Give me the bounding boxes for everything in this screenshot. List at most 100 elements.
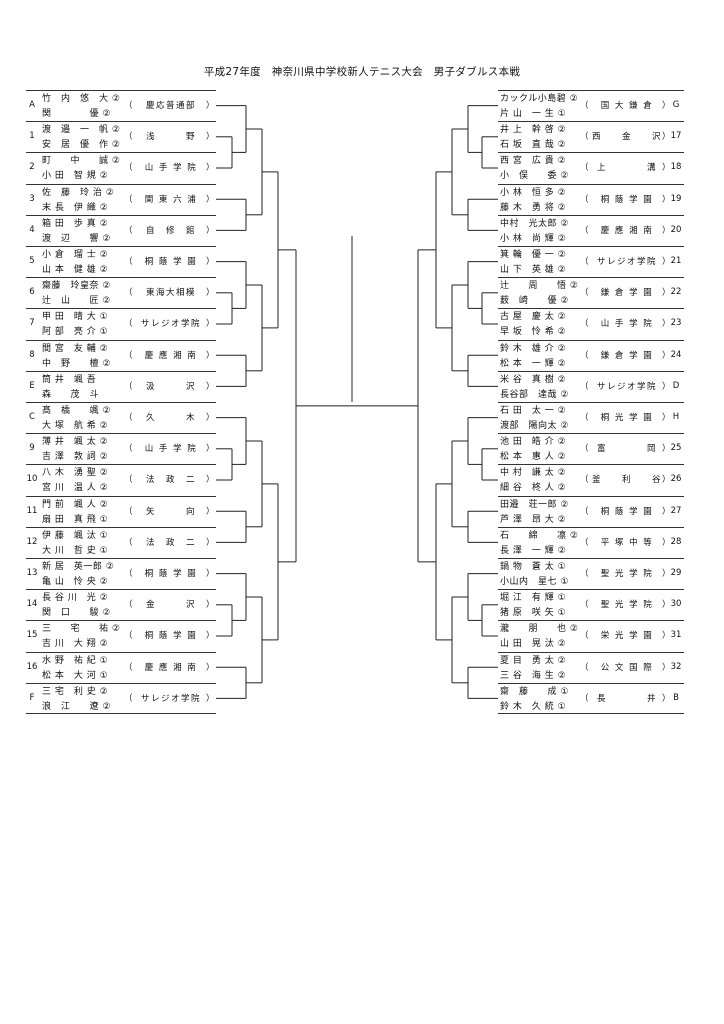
player-name: 藤 木 勇 将 ② — [500, 202, 567, 213]
seed-label: 3 — [29, 193, 35, 204]
seed-label: D — [672, 380, 680, 391]
player-name: 齋藤 玲皇奈 ② — [42, 281, 111, 292]
school-bracket-open: （ — [580, 257, 589, 267]
seed-label: 26 — [670, 474, 682, 485]
school-label: 東海大相模 — [145, 288, 196, 299]
school-bracket-close: ） — [662, 662, 671, 673]
player-name: 薮 崎 優 ② — [500, 296, 569, 307]
player-name: 松 本 大 河 ① — [42, 670, 109, 681]
player-name: 扇 田 真 飛 ① — [42, 514, 109, 525]
player-name: 佐 藤 玲 治 ② — [42, 187, 115, 198]
school-bracket-close: ） — [662, 444, 671, 455]
school-bracket-close: ） — [206, 506, 215, 517]
school-label: 桐 蔭 学 園 — [600, 194, 654, 205]
school-bracket-open: （ — [580, 693, 589, 704]
player-name: 吉 川 大 翔 ② — [42, 639, 109, 650]
player-name: 長 澤 一 輝 ② — [500, 545, 567, 556]
school-bracket-open: （ — [580, 569, 589, 579]
draw-entry-right: 19 小 林 恒 多 ② 藤 木 勇 将 ② （ 桐 蔭 学 園 ） — [498, 183, 684, 215]
seed-label: 9 — [29, 443, 35, 454]
school-bracket-open: （ — [124, 350, 133, 361]
school-bracket-close: ） — [206, 163, 215, 174]
school-bracket-open: （ — [124, 413, 133, 423]
school-label: 慶 應 湘 南 — [144, 350, 198, 361]
school-bracket-close: ） — [206, 350, 215, 361]
seed-label: C — [29, 412, 35, 422]
school-bracket-open: （ — [124, 132, 133, 143]
school-label: 法 政 二 — [145, 537, 196, 548]
school-bracket-open: （ — [580, 631, 589, 642]
school-bracket-close: ） — [662, 319, 671, 330]
school-bracket-open: （ — [580, 194, 589, 205]
player-name: 小山内 星七 ① — [500, 577, 569, 587]
school-label: 山 手 学 院 — [144, 163, 198, 174]
player-name: 渡 邉 一 帆 ② — [42, 125, 121, 136]
player-name: 末 長 伊 織 ② — [42, 202, 109, 213]
player-name: 長 谷 川 光 ② — [42, 593, 109, 604]
seed-label: 13 — [26, 568, 38, 578]
player-name: 小 田 智 規 ② — [42, 171, 109, 182]
player-name: 鈴 木 雄 介 ② — [500, 343, 567, 354]
school-bracket-close: ） — [662, 194, 671, 205]
school-label: 桐 蔭 学 園 — [144, 569, 198, 579]
player-name: 米 谷 真 樹 ② — [500, 374, 567, 385]
school-label: 富 岡 — [596, 444, 657, 455]
school-label: 慶応普通部 — [145, 101, 196, 111]
player-name: 浪 江 遼 ② — [42, 701, 111, 712]
school-bracket-close: ） — [662, 631, 671, 642]
player-name: 池 田 皓 介 ② — [500, 437, 567, 448]
school-label: サレジオ学院 — [140, 319, 201, 330]
player-name: 筒 井 颯 吾 — [42, 374, 97, 385]
school-bracket-close: ） — [662, 693, 671, 704]
seed-label: 6 — [29, 287, 35, 298]
school-bracket-close: ） — [206, 569, 215, 579]
school-label: 桐 蔭 学 園 — [144, 631, 198, 642]
school-label: 西 金 沢 — [592, 132, 663, 143]
player-name: 松 本 惠 人 ② — [500, 452, 567, 463]
school-bracket-open: （ — [124, 693, 133, 704]
school-label: サレジオ学院 — [596, 257, 657, 267]
player-name: 猪 原 咲 矢 ① — [500, 608, 567, 619]
school-bracket-close: ） — [206, 444, 215, 455]
player-name: 中 村 謙 太 ② — [500, 468, 567, 479]
player-name: 門 前 颯 人 ② — [42, 499, 109, 510]
school-bracket-open: （ — [580, 444, 589, 455]
seed-label: 20 — [670, 224, 682, 235]
school-label: 慶 應 湘 南 — [600, 225, 654, 236]
school-label: 長 井 — [596, 693, 657, 704]
player-name: 石 田 太 一 ② — [500, 406, 567, 416]
seed-label: 30 — [670, 599, 682, 610]
school-bracket-close: ） — [206, 132, 215, 143]
school-bracket-open: （ — [124, 475, 133, 486]
school-bracket-close: ） — [662, 132, 671, 143]
player-name: 関 口 駿 ② — [42, 608, 111, 619]
player-name: 阿 部 亮 介 ① — [42, 327, 109, 338]
school-bracket-close: ） — [662, 163, 671, 174]
seed-label: F — [29, 692, 35, 703]
school-label: 上 溝 — [596, 163, 657, 174]
player-name: 安 居 優 作 ② — [42, 140, 121, 151]
school-label: 法 政 二 — [145, 475, 196, 486]
school-label: 平 塚 中 等 — [600, 537, 654, 548]
school-bracket-open: （ — [580, 288, 589, 299]
player-name: 間 宮 友 輔 ② — [42, 343, 109, 354]
school-label: 矢 向 — [145, 506, 196, 517]
player-name: 小 林 恒 多 ② — [500, 187, 567, 198]
school-bracket-close: ） — [206, 225, 215, 236]
seed-label: 19 — [670, 193, 682, 204]
school-bracket-open: （ — [580, 600, 589, 611]
school-bracket-open: （ — [580, 350, 589, 361]
